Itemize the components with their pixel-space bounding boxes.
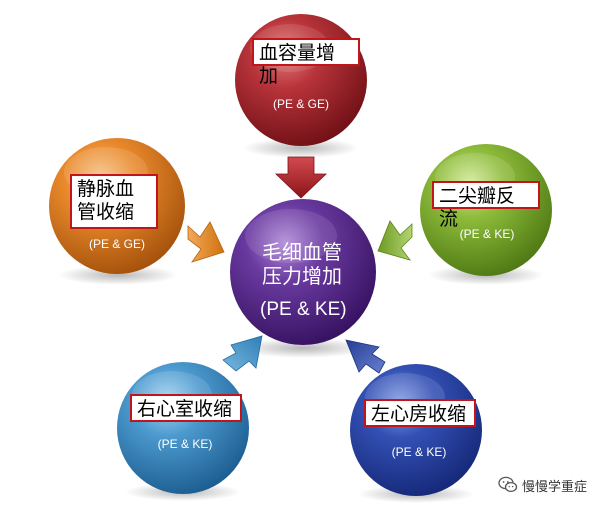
left-circle-shadow — [58, 265, 178, 285]
subtitle-bottom-right: (PE & KE) — [391, 445, 447, 459]
watermark: 慢慢学重症 — [498, 474, 587, 496]
top-circle-shadow — [243, 138, 359, 158]
node-center — [230, 199, 376, 345]
subtitle-top: (PE & GE) — [272, 97, 329, 111]
node-bottom-right — [350, 364, 482, 496]
node-top — [235, 14, 367, 146]
center-circle-shadow — [237, 338, 369, 358]
label-top: 血容量增加 — [252, 38, 360, 87]
arrow-left-right — [187, 221, 225, 263]
label-left: 静脉血管收缩 — [70, 174, 158, 229]
subtitle-bottom-left: (PE & KE) — [157, 437, 213, 451]
arrow-bottomleft-up — [222, 335, 263, 372]
label-bottom-left: 右心室收缩 — [130, 394, 242, 422]
arrow-top-down — [275, 156, 327, 199]
label-right: 二尖瓣反流 — [432, 181, 540, 230]
watermark-text: 慢慢学重症 — [522, 479, 588, 495]
node-bottom-left — [117, 362, 249, 494]
center-subtitle: (PE & KE) — [260, 299, 347, 320]
arrow-right-left — [377, 220, 413, 261]
label-bottom-right: 左心房收缩 — [364, 399, 476, 427]
center-title-line1: 毛细血管 — [262, 240, 342, 264]
wechat-icon — [498, 476, 518, 493]
arrow-bottomright-up — [345, 339, 386, 374]
center-title-line2: 压力增加 — [262, 264, 342, 288]
subtitle-right: (PE & KE) — [459, 227, 515, 241]
subtitle-left: (PE & GE) — [88, 237, 145, 251]
